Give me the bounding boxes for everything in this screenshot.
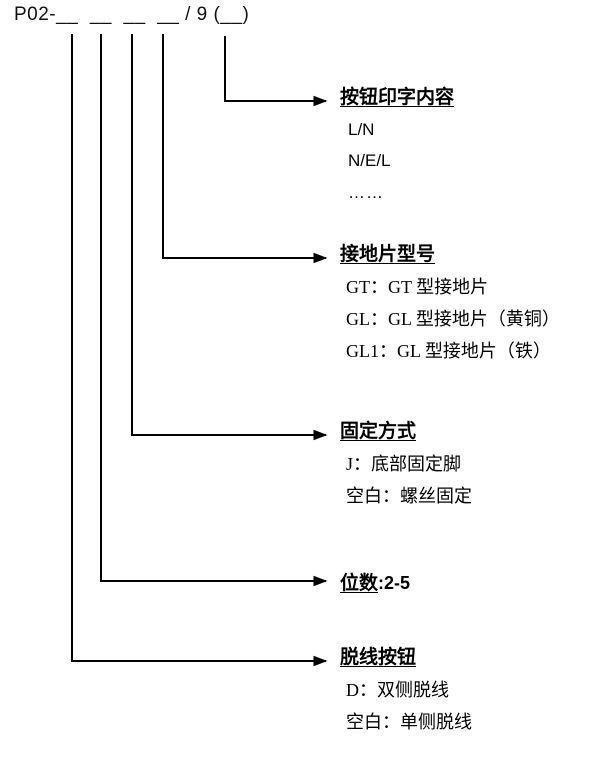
leader-release-button: [71, 34, 328, 667]
annotation-option: N/E/L: [348, 151, 391, 170]
leader-fixing-method: [131, 34, 328, 441]
annotation-option: 空白：螺丝固定: [346, 486, 472, 506]
annotation-value: :2-5: [378, 573, 411, 593]
annotation-title: 位数:2-5: [340, 568, 410, 595]
leader-grounding-plate: [162, 34, 328, 264]
annotation-release-button: 脱线按钮 D：双侧脱线 空白：单侧脱线: [340, 648, 472, 731]
annotation-ellipsis: ……: [348, 183, 384, 202]
product-code-text: P02-__ __ __ __ / 9 (__): [14, 4, 250, 25]
annotation-option: GL1：GL 型接地片（铁）: [346, 341, 551, 361]
annotation-title-text: 位数: [340, 573, 379, 594]
leader-pole-count: [100, 34, 328, 587]
annotation-grounding-plate: 接地片型号 GT：GT 型接地片 GL：GL 型接地片（黄铜） GL1：GL 型…: [340, 245, 560, 360]
leader-button-printing: [224, 36, 328, 107]
annotation-title: 脱线按钮: [340, 647, 417, 668]
annotation-option: D：双侧脱线: [346, 680, 449, 700]
annotation-title: 接地片型号: [340, 244, 436, 265]
annotation-button-printing: 按钮印字内容 L/N N/E/L ……: [340, 88, 454, 203]
annotation-option: GT：GT 型接地片: [346, 277, 489, 297]
annotation-option: J：底部固定脚: [346, 454, 462, 474]
annotation-title: 按钮印字内容: [340, 87, 455, 108]
annotation-option: L/N: [348, 120, 375, 139]
annotation-option: GL：GL 型接地片（黄铜）: [346, 309, 560, 329]
annotation-pole-count: 位数:2-5: [340, 568, 410, 595]
annotation-title: 固定方式: [340, 421, 417, 442]
annotation-option: 空白：单侧脱线: [346, 712, 472, 732]
annotation-fixing-method: 固定方式 J：底部固定脚 空白：螺丝固定: [340, 422, 472, 505]
